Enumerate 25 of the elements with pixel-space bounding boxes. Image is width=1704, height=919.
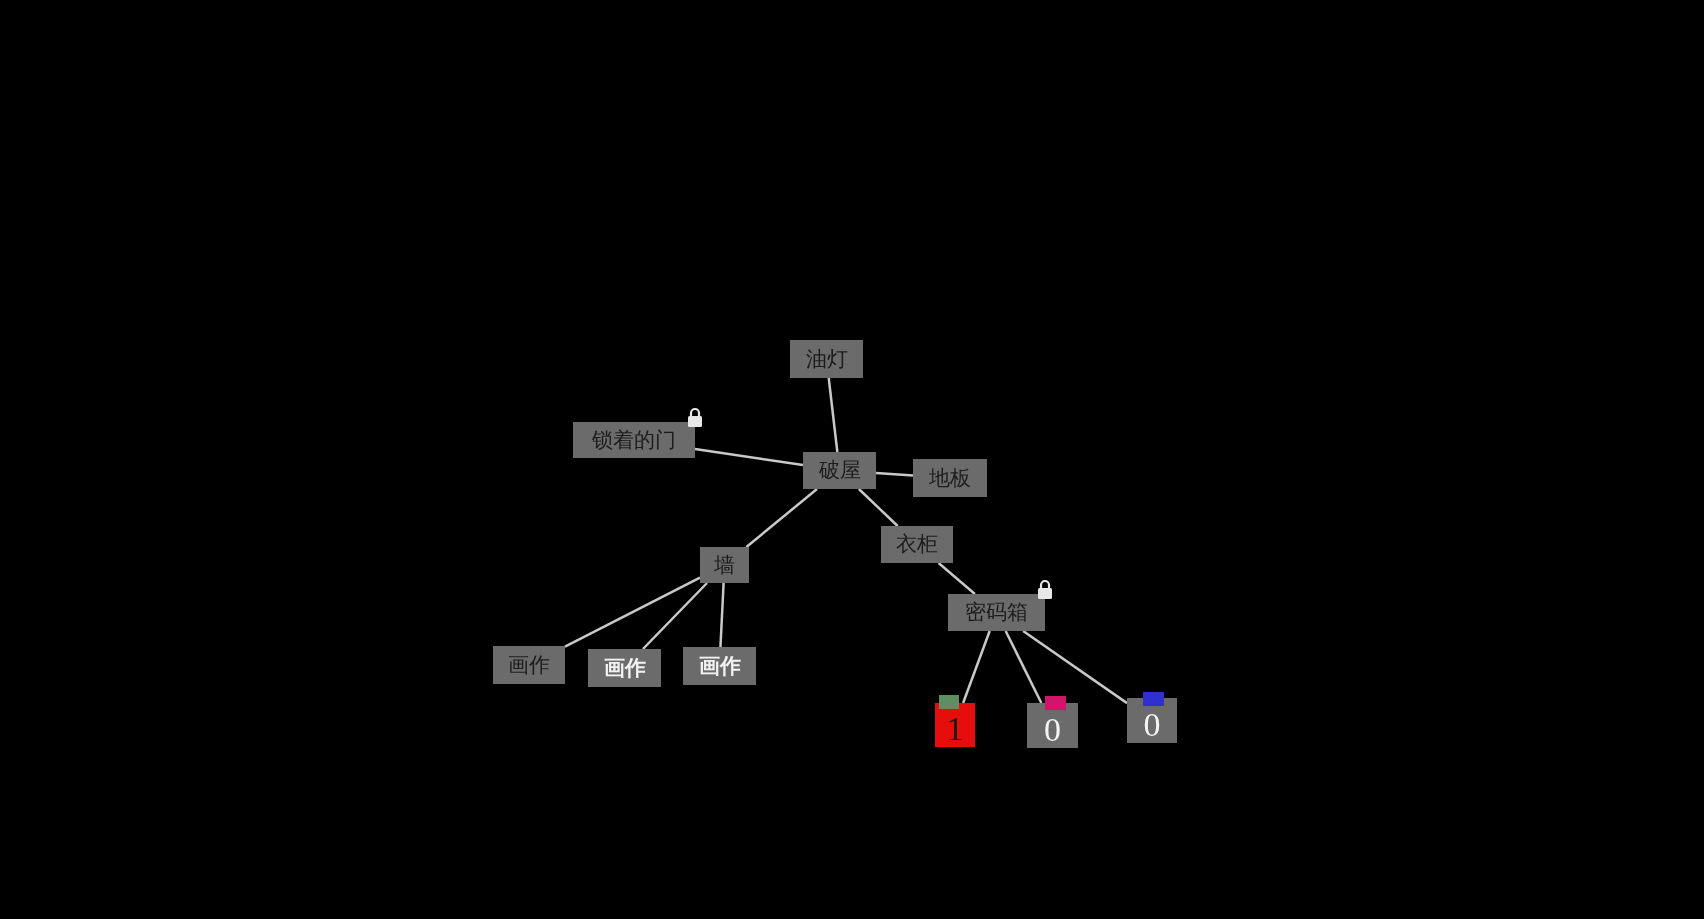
- node-box: 地板: [913, 459, 987, 497]
- connector-line: [858, 488, 899, 527]
- connector-line: [564, 576, 701, 648]
- node-box: 墙: [700, 547, 749, 583]
- connector-line: [1004, 630, 1043, 704]
- connector-line: [937, 562, 976, 595]
- node-box: 0: [1127, 698, 1177, 743]
- connector-line: [827, 377, 839, 453]
- connector-line: [719, 582, 725, 648]
- connector-line: [961, 630, 991, 704]
- node-box: 1: [935, 703, 975, 747]
- node-box: 衣柜: [881, 526, 953, 563]
- node-box: 油灯: [790, 340, 863, 378]
- node-box: 画作: [493, 646, 565, 684]
- connector-line: [745, 488, 818, 548]
- node-box: 画作: [683, 647, 756, 685]
- node-box: 画作: [588, 649, 661, 687]
- connector-line: [875, 471, 914, 477]
- node-box: 密码箱: [948, 594, 1045, 631]
- node-box: 破屋: [803, 452, 876, 489]
- connector-line: [694, 447, 804, 467]
- connector-line: [1022, 629, 1128, 705]
- node-box: 锁着的门: [573, 422, 695, 458]
- node-box: 0: [1027, 703, 1078, 748]
- connector-line: [642, 582, 708, 650]
